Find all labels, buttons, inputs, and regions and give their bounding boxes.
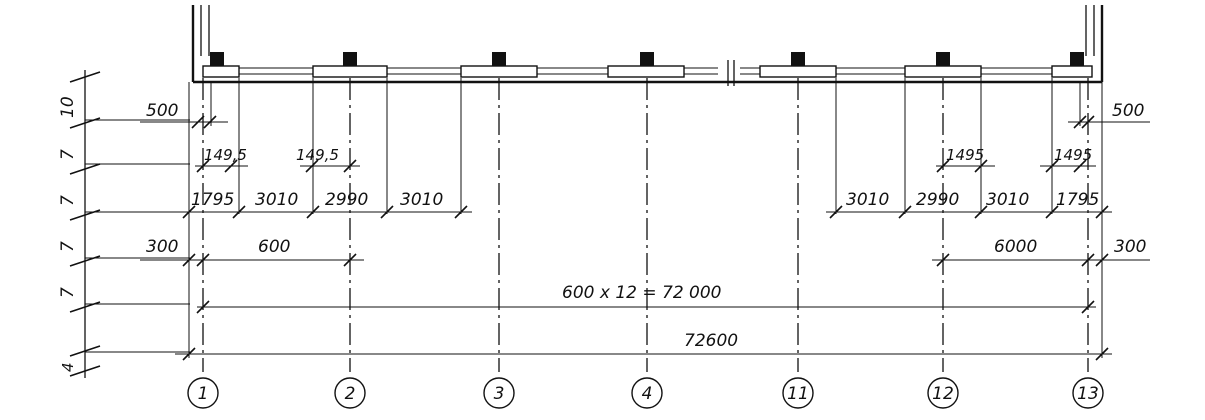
dim-300-right: 300 (1114, 237, 1146, 257)
column-11 (791, 52, 805, 66)
column-13 (1070, 52, 1084, 66)
axis-bubbles: 1 2 3 4 11 12 13 (187, 377, 1104, 409)
dim-overall: 72600 (684, 331, 738, 351)
dim-right-2990: 2990 (916, 190, 959, 210)
axis-bubble-2: 2 (334, 377, 366, 409)
side-scale-label-6: 4 (59, 362, 77, 372)
column-4 (640, 52, 654, 66)
side-scale-label-3: 7 (58, 195, 78, 206)
svg-text:2: 2 (345, 384, 356, 404)
dim-600-left: 600 (258, 237, 290, 257)
axis-bubble-3: 3 (483, 377, 515, 409)
dim-left-3010-b: 3010 (400, 190, 443, 210)
column-3 (492, 52, 506, 66)
svg-text:12: 12 (932, 384, 954, 404)
dimension-row-149: 149,5 149,5 1495 1495 (195, 146, 1096, 173)
dim-6000-right: 6000 (994, 237, 1037, 257)
dim-500-left: 500 (146, 101, 178, 121)
dim-149-left-b: 149,5 (296, 146, 339, 164)
dimension-row-span: 600 x 12 = 72 000 (196, 283, 1096, 314)
column-12 (936, 52, 950, 66)
dim-300-left: 300 (146, 237, 178, 257)
dim-left-2990: 2990 (325, 190, 368, 210)
side-scale-label-1: 10 (58, 96, 78, 118)
svg-text:3: 3 (494, 384, 505, 404)
side-scale-label-2: 7 (58, 149, 78, 160)
dim-right-1795: 1795 (1056, 190, 1099, 210)
dim-right-3010-b: 3010 (986, 190, 1029, 210)
axis-bubble-12: 12 (927, 377, 959, 409)
svg-text:11: 11 (787, 384, 809, 404)
dim-right-3010-a: 3010 (846, 190, 889, 210)
side-scale-label-4: 7 (58, 241, 78, 252)
svg-text:4: 4 (642, 384, 653, 404)
dim-span-formula: 600 x 12 = 72 000 (562, 283, 721, 303)
column-1 (210, 52, 224, 66)
side-scale-label-5: 7 (58, 287, 78, 298)
extension-lines (188, 78, 1103, 358)
dimension-row-500: 500 500 (140, 101, 1150, 129)
dim-left-3010-a: 3010 (255, 190, 298, 210)
axis-bubble-11: 11 (782, 377, 814, 409)
axis-bubble-13: 13 (1072, 377, 1104, 409)
svg-text:13: 13 (1077, 384, 1099, 404)
dimension-row-300: 300 600 6000 300 (140, 237, 1150, 267)
column-2 (343, 52, 357, 66)
axis-bubble-1: 1 (187, 377, 219, 409)
dim-left-1795: 1795 (191, 190, 234, 210)
dimension-row-overall: 72600 (175, 331, 1112, 361)
dim-1495-right-b: 1495 (1054, 146, 1092, 164)
dim-500-right: 500 (1112, 101, 1144, 121)
grid-axis-lines (202, 78, 1089, 372)
side-scale: 10 7 7 7 7 4 (58, 70, 190, 378)
dim-1495-right-a: 1495 (946, 146, 984, 164)
beam-strip (202, 52, 1093, 86)
dim-149-left-a: 149,5 (204, 146, 247, 164)
svg-text:1: 1 (198, 384, 209, 404)
dimension-row-chain: 1795 3010 2990 3010 3010 2990 3010 1795 (182, 190, 1112, 219)
axis-bubble-4: 4 (631, 377, 663, 409)
